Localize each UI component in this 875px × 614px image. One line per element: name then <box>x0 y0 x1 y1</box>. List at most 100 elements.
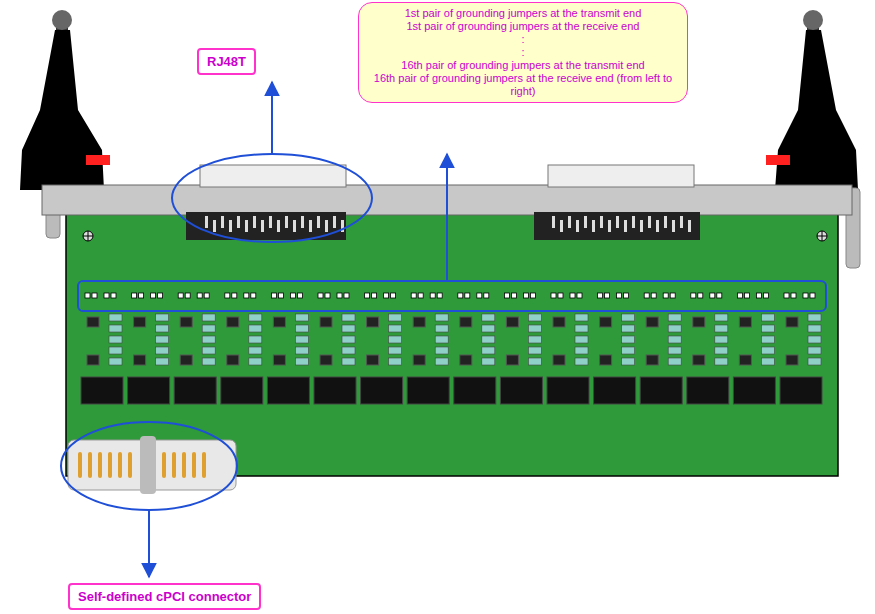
jumper-pin <box>271 293 276 298</box>
smd-part <box>808 336 821 343</box>
callout-label: Self-defined cPCI connector <box>68 583 261 610</box>
pin <box>640 220 643 232</box>
transformer <box>128 377 170 404</box>
transformer <box>174 377 216 404</box>
smd-part <box>273 355 285 365</box>
highlight-frame <box>78 281 826 311</box>
smd-part <box>715 358 728 365</box>
smd-part <box>553 317 565 327</box>
jumper-pin <box>458 293 463 298</box>
smd-part <box>786 317 798 327</box>
pin <box>293 220 296 232</box>
smd-part <box>435 358 448 365</box>
smd-part <box>482 358 495 365</box>
smd-part <box>575 314 588 321</box>
jumper-pin <box>251 293 256 298</box>
jumper-pin <box>551 293 556 298</box>
smd-part <box>761 336 774 343</box>
pin <box>285 216 288 228</box>
smd-part <box>506 317 518 327</box>
smd-part <box>342 325 355 332</box>
jumper-pin <box>337 293 342 298</box>
jumper-pin <box>411 293 416 298</box>
smd-part <box>109 314 122 321</box>
smd-part <box>739 355 751 365</box>
jumper-pin <box>663 293 668 298</box>
pin <box>172 452 176 478</box>
smd-part <box>367 355 379 365</box>
smd-part <box>482 347 495 354</box>
jumper-pin <box>717 293 722 298</box>
smd-part <box>482 325 495 332</box>
pin <box>261 220 264 232</box>
pin <box>680 216 683 228</box>
smd-part <box>202 314 215 321</box>
smd-part <box>109 347 122 354</box>
leader-arrow <box>148 511 150 577</box>
jumper-pin <box>178 293 183 298</box>
smd-part <box>134 317 146 327</box>
jumper-pin <box>297 293 302 298</box>
smd-part <box>249 358 262 365</box>
smd-part <box>202 325 215 332</box>
smd-part <box>528 347 541 354</box>
screw <box>83 231 827 241</box>
pin <box>78 452 82 478</box>
transformer <box>407 377 449 404</box>
jumper-pin <box>244 293 249 298</box>
smd-part <box>622 358 635 365</box>
pin <box>648 216 651 228</box>
pin <box>182 452 186 478</box>
smd-part <box>575 358 588 365</box>
jumper-pin <box>418 293 423 298</box>
pin <box>576 220 579 232</box>
smd-part <box>646 355 658 365</box>
jumper-pin <box>644 293 649 298</box>
jumper-pin <box>365 293 370 298</box>
smd-part <box>273 317 285 327</box>
jumper-pin <box>225 293 230 298</box>
jumper-pin <box>104 293 109 298</box>
jumper-pin <box>111 293 116 298</box>
smd-part <box>413 355 425 365</box>
jumper-pin <box>430 293 435 298</box>
smd-part <box>435 336 448 343</box>
jumper-pin <box>558 293 563 298</box>
pin <box>325 220 328 232</box>
jumper-pin <box>85 293 90 298</box>
jumper-pin <box>139 293 144 298</box>
smd-part <box>786 355 798 365</box>
pin <box>317 216 320 228</box>
jumper-pin <box>617 293 622 298</box>
smd-part <box>249 336 262 343</box>
smd-part <box>761 314 774 321</box>
transformer <box>454 377 496 404</box>
transformer <box>221 377 263 404</box>
jumper-pin <box>484 293 489 298</box>
smd-part <box>460 317 472 327</box>
jumper-pin <box>325 293 330 298</box>
transformer <box>361 377 403 404</box>
jumper-pin <box>670 293 675 298</box>
pin <box>688 220 691 232</box>
transformer <box>267 377 309 404</box>
pin <box>552 216 555 228</box>
smd-part <box>295 325 308 332</box>
smd-part <box>668 325 681 332</box>
pin <box>592 220 595 232</box>
smd-part <box>668 336 681 343</box>
smd-part <box>295 336 308 343</box>
smd-part <box>227 355 239 365</box>
jumper-pin <box>530 293 535 298</box>
smd-part <box>202 347 215 354</box>
pin <box>202 452 206 478</box>
pin <box>277 220 280 232</box>
smd-part <box>389 336 402 343</box>
pin <box>568 216 571 228</box>
smd-part <box>715 314 728 321</box>
smd-part <box>435 314 448 321</box>
smd-part <box>715 347 728 354</box>
smd-part <box>134 355 146 365</box>
pin <box>333 216 336 228</box>
transformer <box>314 377 356 404</box>
